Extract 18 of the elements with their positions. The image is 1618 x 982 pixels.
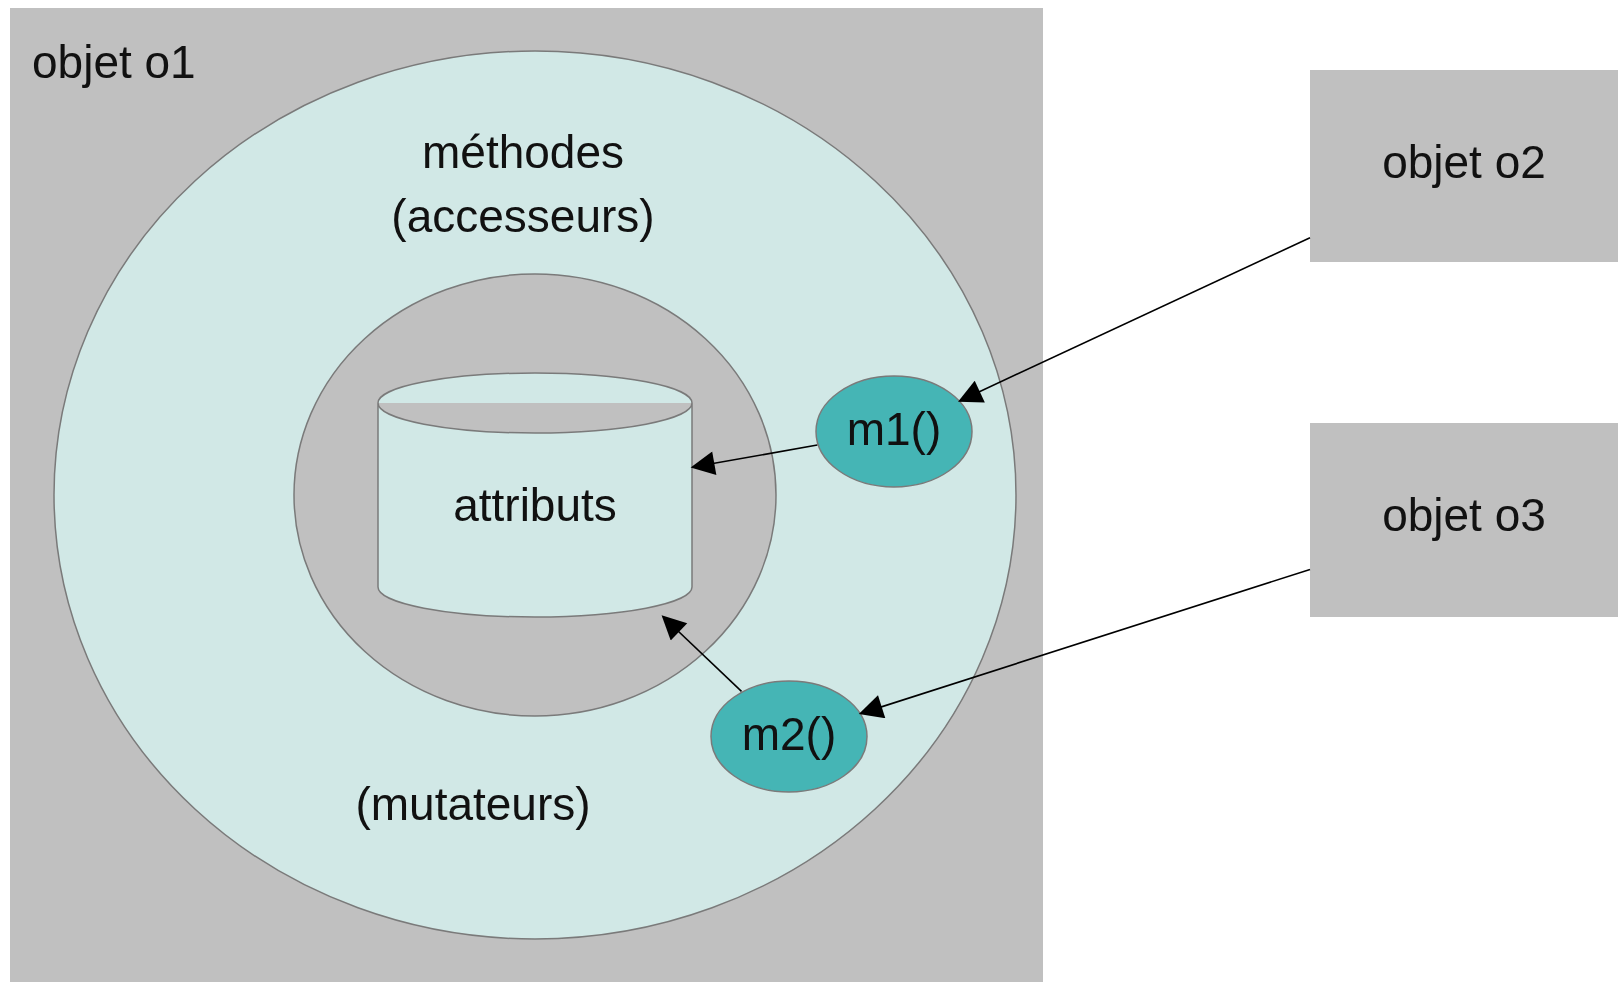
attributes-circle [293, 273, 777, 717]
arrow [690, 444, 819, 476]
object-label: objet o1 [32, 35, 197, 90]
object-label: objet o3 [1381, 488, 1547, 543]
node-label: m1() [845, 402, 943, 457]
method-ellipse [815, 375, 973, 488]
object-label: objet o2 [1381, 135, 1547, 190]
method-ellipse [710, 680, 868, 793]
object-box [1310, 423, 1618, 617]
node-label: m2() [740, 707, 838, 762]
arrow [661, 615, 743, 693]
data-cylinder [377, 373, 693, 617]
arrow [958, 236, 1311, 403]
node-label: méthodes (accesseurs) [390, 125, 656, 245]
node-label: (mutateurs) [354, 777, 592, 832]
arrow [858, 568, 1311, 719]
object-box [1310, 70, 1618, 262]
node-label: attributs [452, 478, 618, 533]
